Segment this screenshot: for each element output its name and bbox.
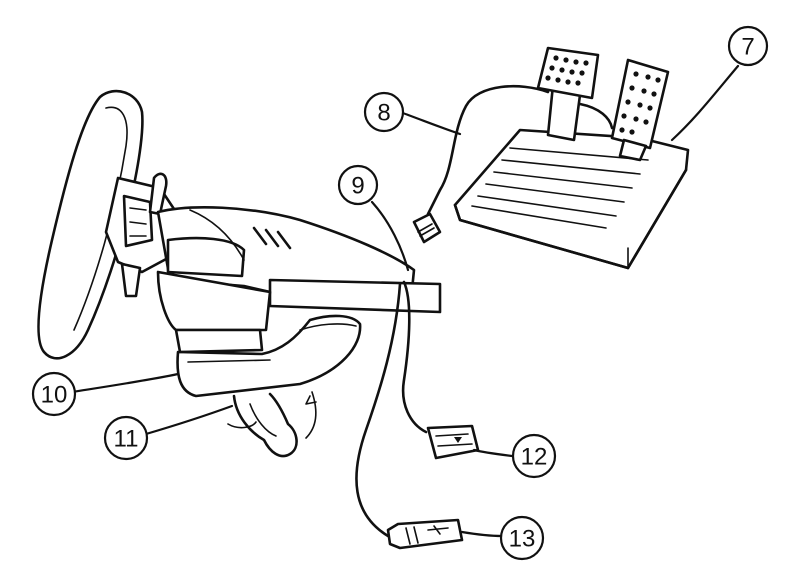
callout-12: 12 <box>513 435 555 477</box>
callout-10: 10 <box>33 373 75 415</box>
console-cables <box>356 282 478 548</box>
console-connector <box>428 426 478 458</box>
callout-13-label: 13 <box>509 526 536 553</box>
steering-wheel <box>38 91 178 358</box>
usb-cable <box>356 284 400 536</box>
callout-11: 11 <box>105 417 147 459</box>
callout-8-label: 8 <box>377 100 390 127</box>
callout-8: 8 <box>365 93 403 131</box>
table-mount-bar <box>270 280 440 312</box>
callout-12-label: 12 <box>521 444 548 471</box>
callout-13: 13 <box>501 517 543 559</box>
callout-11-label: 11 <box>114 426 139 453</box>
pedal-unit <box>414 48 688 268</box>
wheel-base <box>158 207 440 456</box>
callout-10-label: 10 <box>41 382 68 409</box>
clamp-screw-knob <box>234 394 297 456</box>
callout-7: 7 <box>729 27 767 65</box>
callout-9-label: 9 <box>351 173 364 200</box>
callout-7-label: 7 <box>741 34 754 61</box>
pedal-rj-connector <box>414 214 440 242</box>
callout-9: 9 <box>339 166 377 204</box>
brake-pedal <box>538 48 598 140</box>
usb-connector <box>388 520 462 548</box>
